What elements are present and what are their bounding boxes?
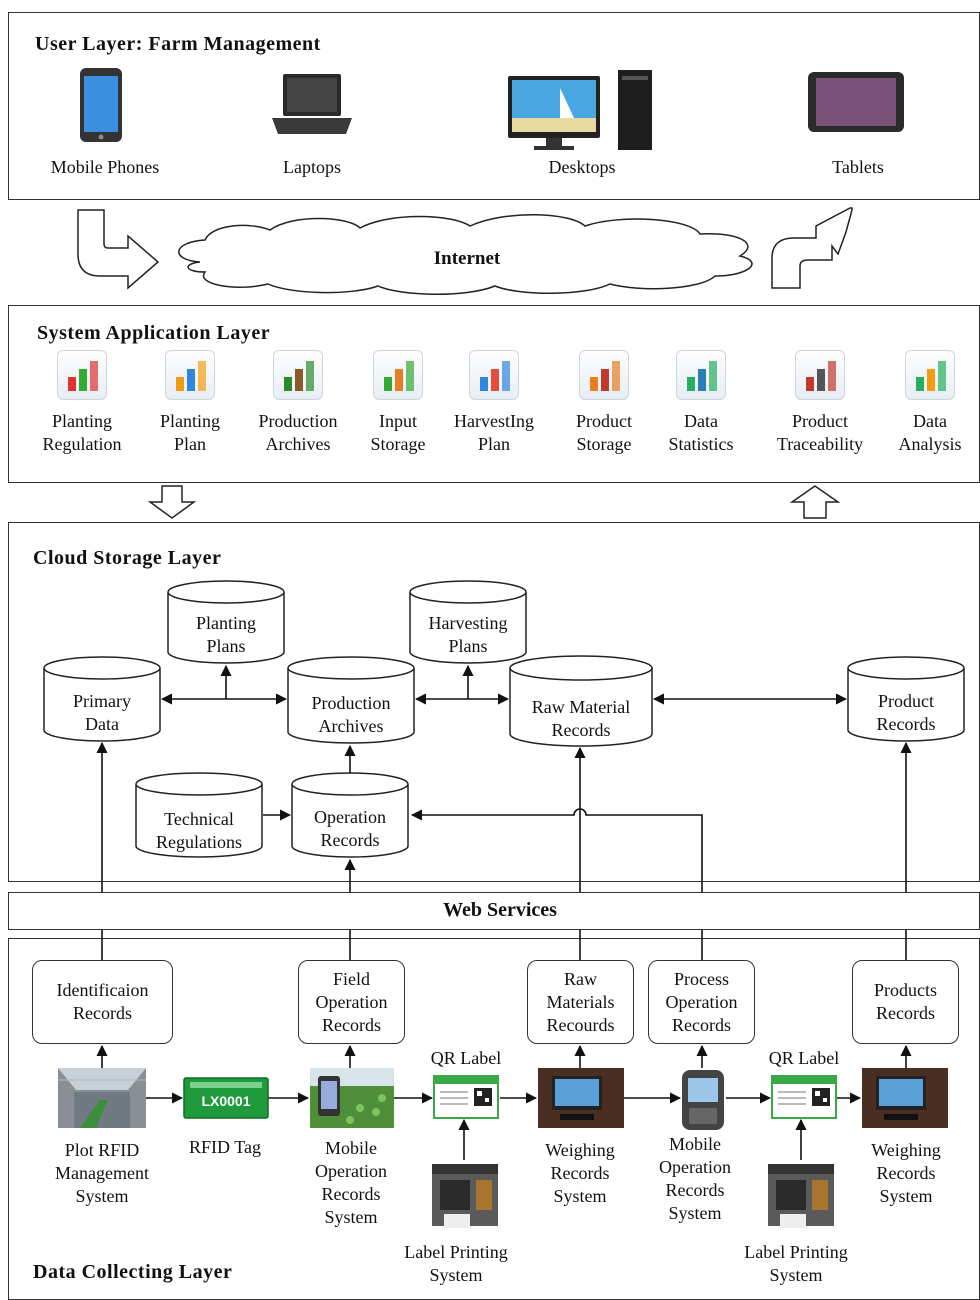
label-mobile-op-1: Mobile Operation Records System — [315, 1138, 387, 1227]
calendar-icon — [469, 350, 519, 400]
label-qr-2: QR Label — [768, 1048, 840, 1068]
label-printer-1-icon — [432, 1164, 498, 1228]
handheld-device-icon — [682, 1070, 724, 1130]
web-services-bar — [8, 892, 980, 930]
label-qr-1: QR Label — [430, 1048, 502, 1068]
warehouse-icon — [579, 350, 629, 400]
app-item-5[interactable]: Product Storage — [549, 350, 659, 456]
qr-cherry-icon — [795, 350, 845, 400]
db-production-archives-label: Production Archives — [311, 693, 391, 736]
bar-chart-icon — [905, 350, 955, 400]
device-label-tablets: Tablets — [832, 157, 884, 177]
label-printing-1: Label Printing System — [404, 1242, 508, 1285]
phone-apple-icon — [676, 350, 726, 400]
db-harvesting-plans-label: Harvesting Plans — [428, 613, 508, 656]
tools-icon — [57, 350, 107, 400]
app-item-7[interactable]: Product Traceability — [765, 350, 875, 456]
user-layer-title: User Layer: Farm Management — [35, 33, 321, 55]
tablet-icon — [808, 72, 904, 132]
db-product-records — [847, 656, 965, 742]
app-item-label: Data Statistics — [668, 411, 734, 454]
app-item-label: Input Storage — [370, 411, 426, 454]
bent-arrow-up-icon — [771, 207, 853, 289]
db-planting-plans-label: Planting Plans — [195, 613, 256, 656]
internet-section — [77, 207, 853, 295]
desktop-icon — [508, 70, 652, 150]
cloud-icon — [178, 214, 753, 295]
label-rfid-tag: RFID Tag — [189, 1137, 261, 1157]
label-printer-2-icon — [768, 1164, 834, 1228]
app-item-6[interactable]: Data Statistics — [646, 350, 756, 456]
label-weighing-1: Weighing Records System — [545, 1140, 615, 1206]
weighing-station-1-icon — [538, 1068, 624, 1128]
mobile-phone-icon — [80, 68, 122, 142]
internet-label: Internet — [433, 248, 501, 269]
cloud-layer-title: Cloud Storage Layer — [33, 547, 222, 569]
qr-label-1-icon — [433, 1075, 499, 1119]
qr-label-2-icon — [771, 1075, 837, 1119]
app-item-2[interactable]: Production Archives — [243, 350, 353, 456]
record-process-operation: Process Operation Records — [648, 960, 755, 1044]
seedling-icon — [273, 350, 323, 400]
app-item-1[interactable]: Planting Plan — [135, 350, 245, 456]
hollow-arrow-up-icon — [789, 485, 841, 519]
sprout-hand-icon — [373, 350, 423, 400]
rfid-tag-code: LX0001 — [201, 1093, 251, 1109]
db-primary-data-label: Primary Data — [73, 691, 131, 734]
record-identification: Identificaion Records — [32, 960, 173, 1044]
hollow-arrow-down-icon — [147, 485, 197, 519]
db-production-archives — [287, 656, 415, 744]
laptop-icon — [272, 74, 352, 134]
app-item-label: Product Traceability — [776, 411, 864, 454]
app-item-8[interactable]: Data Analysis — [875, 350, 980, 456]
label-plot-rfid: Plot RFID Management System — [55, 1140, 149, 1206]
app-item-label: HarvestIng Plan — [454, 411, 534, 454]
record-raw-materials: Raw Materials Recourds — [527, 960, 634, 1044]
record-products: Products Records — [852, 960, 959, 1044]
device-label-mobile: Mobile Phones — [50, 157, 160, 177]
app-item-0[interactable]: Planting Regulation — [27, 350, 137, 456]
db-product-records-label: Product Records — [876, 691, 936, 734]
label-weighing-2: Weighing Records System — [871, 1140, 941, 1206]
app-item-4[interactable]: HarvestIng Plan — [439, 350, 549, 456]
device-label-desktops: Desktops — [548, 157, 616, 177]
db-technical-regulations — [135, 772, 263, 858]
label-printing-2: Label Printing System — [744, 1242, 848, 1285]
bar-list-icon — [165, 350, 215, 400]
app-layer-title: System Application Layer — [37, 322, 271, 344]
label-mobile-op-2: Mobile Operation Records System — [659, 1134, 731, 1223]
db-raw-material-records — [509, 655, 653, 747]
app-item-label: Planting Regulation — [42, 411, 122, 454]
app-item-label: Data Analysis — [898, 411, 962, 454]
app-item-label: Production Archives — [258, 411, 338, 454]
layer-arrows — [147, 485, 841, 519]
rfid-tag-icon — [183, 1077, 269, 1119]
collect-layer-title: Data Collecting Layer — [33, 1261, 233, 1283]
db-raw-material-records-label: Raw Material Records — [531, 697, 631, 740]
db-operation-records — [291, 772, 409, 858]
weighing-station-2-icon — [862, 1068, 948, 1128]
device-icons — [80, 68, 904, 150]
db-primary-data — [43, 656, 161, 742]
record-field-operation: Field Operation Records — [298, 960, 405, 1044]
app-item-label: Planting Plan — [159, 411, 220, 454]
db-technical-regulations-label: Technical Regulations — [156, 809, 242, 852]
db-operation-records-label: Operation Records — [314, 807, 386, 850]
app-item-label: Product Storage — [576, 411, 632, 454]
device-label-laptops: Laptops — [283, 157, 341, 177]
web-services-label: Web Services — [443, 899, 557, 921]
app-item-3[interactable]: Input Storage — [343, 350, 453, 456]
db-harvesting-plans — [409, 580, 527, 664]
greenhouse-image-icon — [58, 1068, 146, 1128]
db-planting-plans — [167, 580, 285, 664]
bent-arrow-down-icon — [77, 209, 160, 290]
mobile-seedlings-image-icon — [310, 1068, 394, 1128]
